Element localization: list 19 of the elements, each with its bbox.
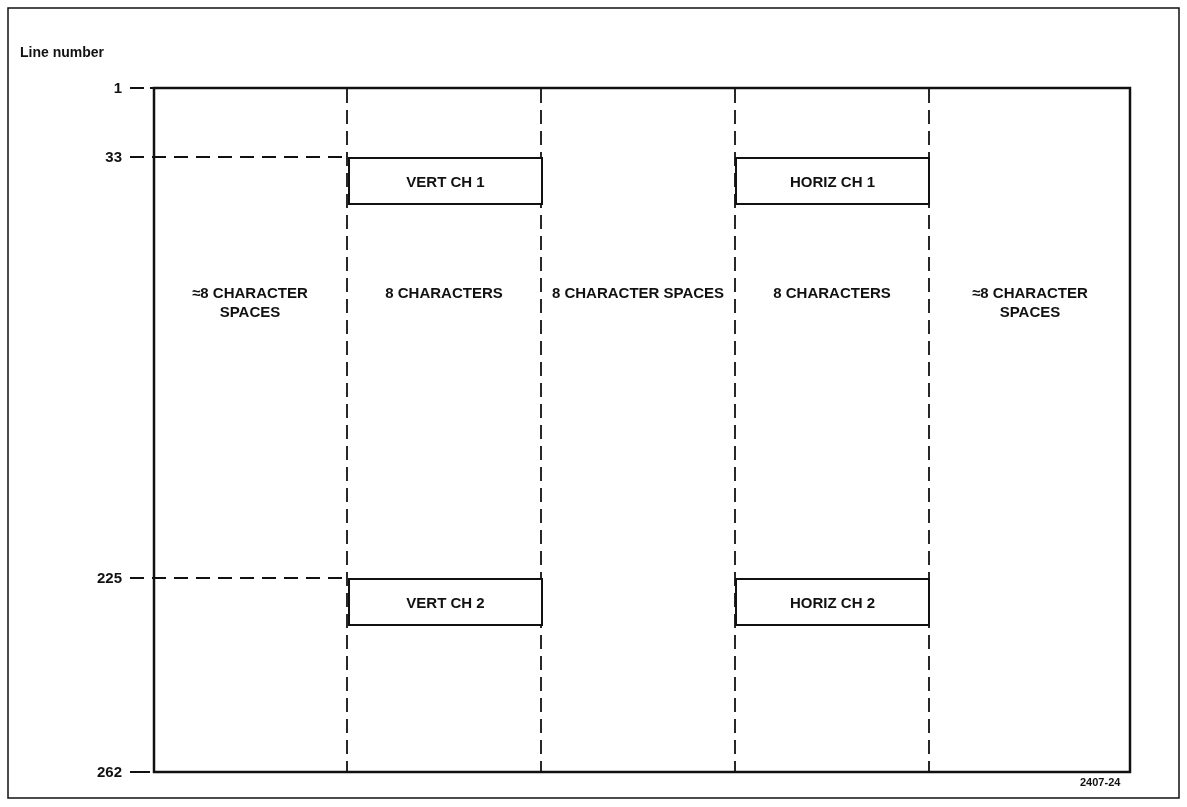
column-label: ≈8 CHARACTER SPACES — [191, 284, 309, 322]
box-label: VERT CH 1 — [406, 172, 485, 190]
column-label: 8 CHARACTER SPACES — [550, 284, 726, 303]
column-label: ≈8 CHARACTER SPACES — [971, 284, 1089, 322]
column-label: 8 CHARACTERS — [772, 284, 892, 303]
axis-title: Line number — [20, 44, 104, 62]
box-label: HORIZ CH 2 — [790, 593, 875, 611]
channel-box — [735, 157, 930, 205]
figure-number: 2407-24 — [1080, 776, 1121, 790]
column-label: 8 CHARACTERS — [384, 284, 504, 303]
channel-box — [735, 578, 930, 626]
line-number: 262 — [95, 763, 122, 782]
box-label: HORIZ CH 1 — [790, 172, 875, 190]
line-number: 33 — [104, 148, 122, 167]
channel-box — [348, 157, 543, 205]
line-number: 225 — [95, 569, 122, 588]
line-number: 1 — [112, 79, 122, 98]
box-label: VERT CH 2 — [406, 593, 485, 611]
channel-box — [348, 578, 543, 626]
